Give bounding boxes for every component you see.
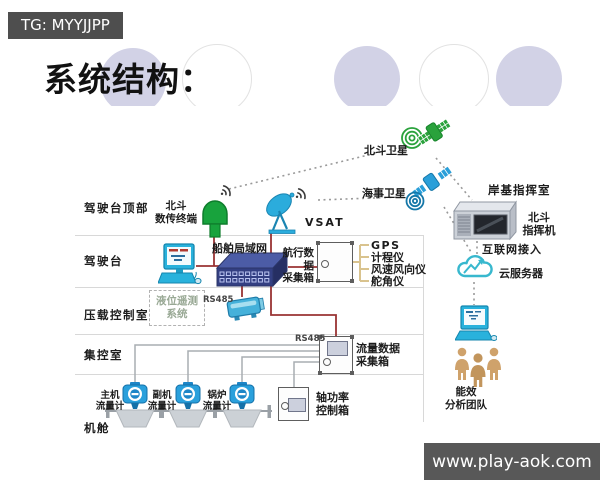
row-divider (75, 287, 423, 288)
room-label-engine-room: 机舱 (84, 421, 110, 435)
room-label-central-control: 集控室 (84, 348, 123, 362)
decorative-circle (182, 44, 252, 106)
wifi-icon (295, 188, 306, 200)
maritime-satellite-icon (405, 166, 453, 211)
row-divider (75, 334, 423, 335)
flow-meter-label-boiler: 锅炉 流量计 (202, 390, 232, 413)
shaft-power-box-label: 轴功率 控制箱 (316, 391, 349, 418)
mount-dot (350, 335, 354, 339)
sensor-label-anemometer: 风速风向仪 (371, 263, 426, 276)
decorative-circles (0, 0, 600, 106)
shaft-power-control-box (278, 387, 309, 421)
cable-hole (321, 260, 329, 268)
cable-hole (323, 358, 331, 366)
page-title: 系统结构： (44, 60, 214, 99)
level-telemetry-box: 液位遥测 系统 (149, 290, 205, 326)
watermark-badge-top: TG: MYYJJPP (8, 12, 123, 39)
nav-data-collection-box (316, 241, 354, 283)
vsat-label: VSAT (305, 216, 345, 229)
network-switch-icon (215, 251, 289, 288)
beidou-commander-server-icon (453, 200, 517, 241)
ship-lan-label: 船舶局域网 (212, 242, 267, 255)
box-screen (327, 341, 348, 356)
rs485-label-upper: RS485 (203, 295, 234, 305)
flow-meter-icon-main (122, 382, 148, 409)
internet-access-label: 互联网接入 (482, 243, 542, 256)
beidou-terminal-label: 北斗 数传终端 (155, 200, 197, 225)
flow-meter-icon-boiler (229, 382, 255, 409)
room-label-bridge-top: 驾驶台顶部 (84, 201, 149, 215)
analysis-team-label: 能效 分析团队 (445, 386, 487, 411)
row-divider (75, 374, 423, 375)
room-label-bridge: 驾驶台 (84, 254, 123, 268)
row-divider (75, 235, 423, 236)
flow-meter-label-main: 主机 流量计 (95, 390, 125, 413)
flow-meter-label-aux: 副机 流量计 (147, 390, 177, 413)
cable-hole (281, 402, 289, 410)
mount-dot (316, 241, 320, 245)
flow-data-box-label: 流量数据 采集箱 (356, 342, 400, 369)
decorative-circle (100, 48, 166, 106)
fuel-pipe-funnel-icon (212, 405, 272, 428)
rs485-converter-icon (226, 296, 265, 321)
cloud-server-label: 云服务器 (499, 267, 543, 280)
cloud-icon (457, 254, 493, 278)
mount-dot (318, 371, 322, 375)
bridge-computer-icon (158, 243, 202, 285)
sensor-label-rudder: 舵角仪 (371, 275, 404, 288)
mount-dot (350, 279, 354, 283)
sensor-label-gps: GPS (371, 239, 401, 252)
beidou-commander-label: 北斗 指挥机 (522, 211, 556, 238)
beidou-terminal-icon (202, 200, 228, 238)
analysis-team-people-icon (455, 347, 501, 387)
beidou-satellite-label: 北斗卫星 (364, 144, 408, 157)
decorative-circle (496, 46, 562, 106)
shore-command-room-label: 岸基指挥室 (488, 183, 551, 197)
mount-dot (318, 335, 322, 339)
flow-meter-icon-aux (175, 382, 201, 409)
decorative-circle (419, 44, 489, 106)
wifi-icon (220, 185, 231, 197)
decorative-circle (334, 46, 400, 106)
room-label-ballast-control: 压载控制室 (84, 308, 149, 322)
mount-dot (350, 241, 354, 245)
ship-shore-divider (423, 235, 424, 422)
nav-data-box-label: 航行数据 采集箱 (282, 247, 315, 285)
shore-computer-icon (455, 305, 497, 341)
flow-data-collection-box (318, 335, 354, 375)
rs485-label-lower: RS485 (295, 334, 326, 344)
sensor-label-log: 计程仪 (371, 251, 404, 264)
mount-dot (316, 279, 320, 283)
vsat-dish-icon (266, 192, 296, 234)
maritime-satellite-label: 海事卫星 (362, 187, 406, 200)
beidou-satellite-icon (401, 118, 452, 149)
mount-dot (350, 371, 354, 375)
watermark-badge-bottom: www.play-aok.com (424, 443, 600, 480)
box-screen (288, 398, 306, 412)
